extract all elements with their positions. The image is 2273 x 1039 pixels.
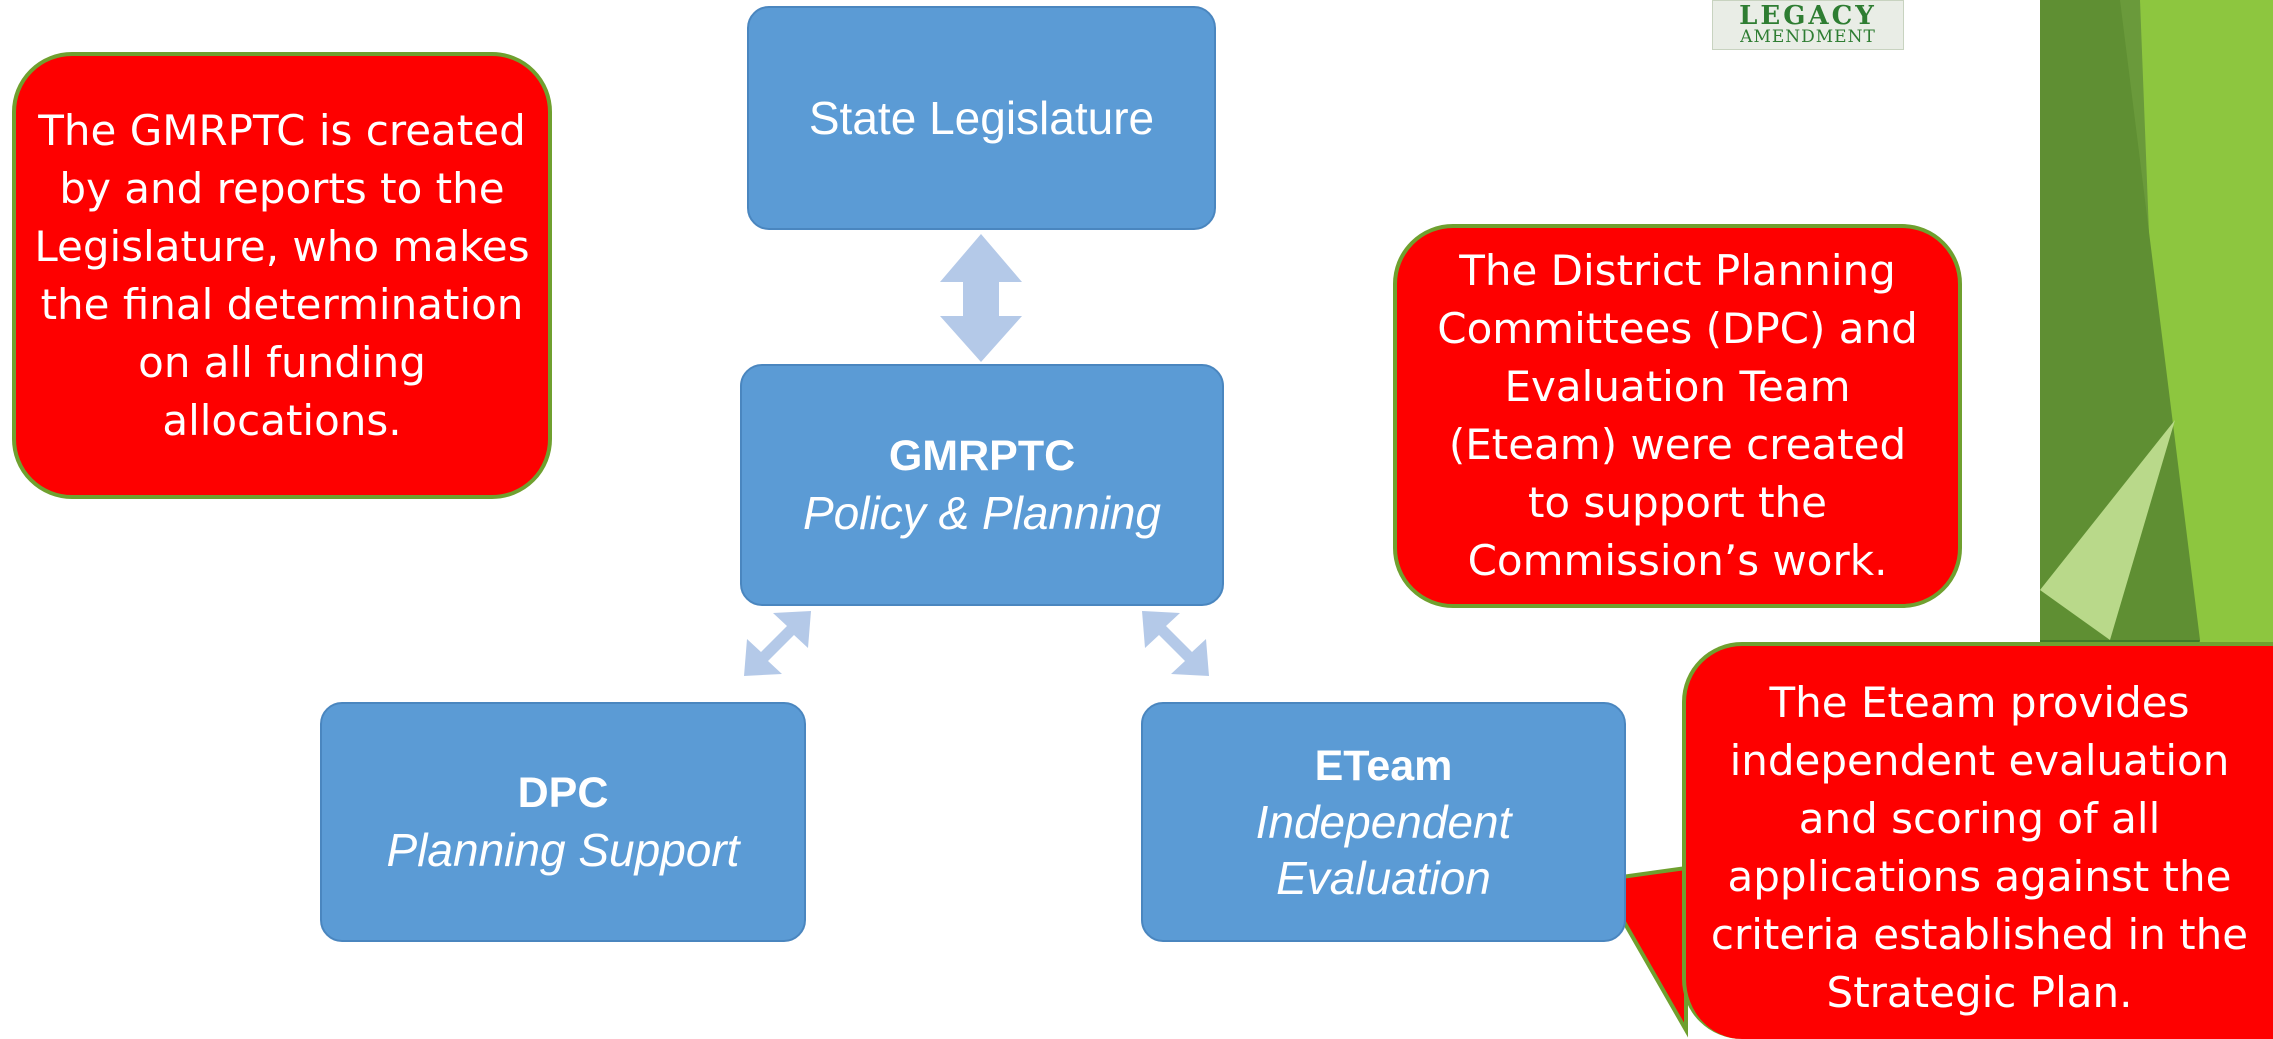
legacy-amendment-logo: LEGACY AMENDMENT <box>1712 0 1904 50</box>
state-legislature-box: State Legislature <box>747 6 1216 230</box>
eteam-role-line-2: Evaluation <box>1276 852 1491 904</box>
callout-legislature: The GMRPTC is created by and reports to … <box>12 52 552 499</box>
eteam-name: ETeam <box>1314 742 1453 790</box>
green-panel-highlight <box>2040 420 2175 640</box>
arrow-gmrptc-dpc <box>744 611 811 676</box>
gmrptc-role: Policy & Planning <box>803 487 1161 539</box>
callout-dpc-eteam: The District Planning Committees (DPC) a… <box>1393 224 1962 608</box>
dpc-name: DPC <box>517 769 609 817</box>
eteam-role-line-1: Independent <box>1255 796 1512 848</box>
callout-eteam: The Eteam provides independent evaluatio… <box>1682 642 2273 1039</box>
state-legislature-label: State Legislature <box>808 92 1155 144</box>
callout-legislature-text: The GMRPTC is created by and reports to … <box>34 105 530 445</box>
gmrptc-box: GMRPTC Policy & Planning <box>740 364 1224 606</box>
arrow-gmrptc-eteam <box>1142 611 1209 676</box>
gmrptc-name: GMRPTC <box>888 432 1076 480</box>
callout-dpc-text: The District Planning Committees (DPC) a… <box>1437 246 1918 585</box>
logo-line-1: LEGACY <box>1739 1 1877 31</box>
logo-line-2: AMENDMENT <box>1740 27 1876 47</box>
arrow-state-gmrptc <box>940 234 1022 362</box>
eteam-box: ETeam Independent Evaluation <box>1141 702 1626 942</box>
dpc-role: Planning Support <box>386 824 740 876</box>
green-panel-mid <box>2040 0 2200 640</box>
callout-eteam-text: The Eteam provides independent evaluatio… <box>1710 677 2249 1017</box>
dpc-box: DPC Planning Support <box>320 702 806 942</box>
